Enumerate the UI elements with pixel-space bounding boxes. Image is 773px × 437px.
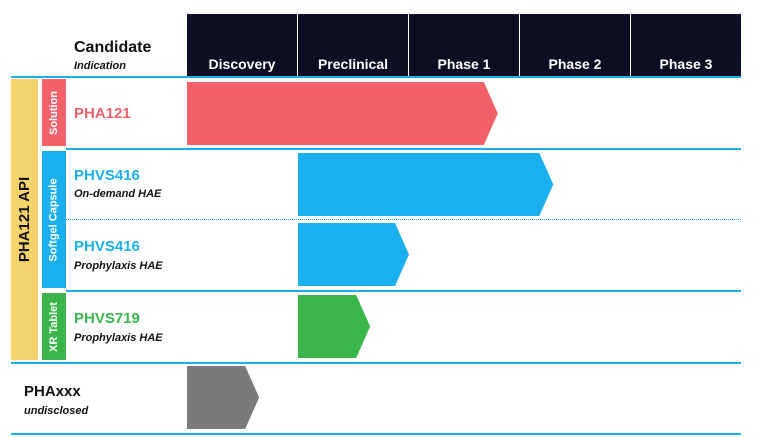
- phase-header-preclinical: Preclinical: [298, 14, 408, 78]
- candidate-name-phvs416-ondemand: PHVS416: [74, 167, 140, 184]
- candidate-name-phvs719: PHVS719: [74, 310, 140, 327]
- progress-bar-pha121-0: [187, 82, 498, 145]
- progress-bar-phvs719-3: [298, 295, 371, 358]
- candidate-name-phaxxx: PHAxxx: [24, 383, 81, 400]
- indication-undisclosed: undisclosed: [24, 405, 89, 417]
- phase-header-phase-3: Phase 3: [631, 14, 741, 78]
- phase-header-phase-2: Phase 2: [520, 14, 630, 78]
- progress-bar-phaxxx-4: [187, 366, 260, 429]
- candidate-name-phvs416-prophylaxis: PHVS416: [74, 238, 140, 255]
- progress-bar-phvs416-2: [298, 223, 409, 286]
- xr-tablet-group-label: XR Tablet: [42, 293, 66, 360]
- api-group-label: PHA121 API: [11, 79, 38, 360]
- phase-header-phase-1: Phase 1: [409, 14, 519, 78]
- indication-phvs719-prophylaxis-hae: Prophylaxis HAE: [74, 332, 163, 344]
- indication-prophylaxis-hae: Prophylaxis HAE: [74, 260, 163, 272]
- candidate-name-pha121: PHA121: [74, 105, 131, 122]
- divider-line: [66, 290, 741, 292]
- softgel-group-label: Softgel Capsule: [42, 151, 66, 288]
- divider-line: [66, 148, 741, 150]
- divider-line: [11, 76, 741, 78]
- divider-line-dotted: [66, 219, 741, 220]
- candidate-column-header: Candidate: [74, 39, 152, 56]
- phase-header-discovery: Discovery: [187, 14, 297, 78]
- indication-column-header: Indication: [74, 60, 126, 72]
- indication-ondemand-hae: On-demand HAE: [74, 188, 162, 200]
- divider-line: [11, 362, 741, 364]
- divider-line: [11, 433, 741, 435]
- solution-group-label: Solution: [42, 79, 66, 146]
- progress-bar-phvs416-1: [298, 153, 554, 216]
